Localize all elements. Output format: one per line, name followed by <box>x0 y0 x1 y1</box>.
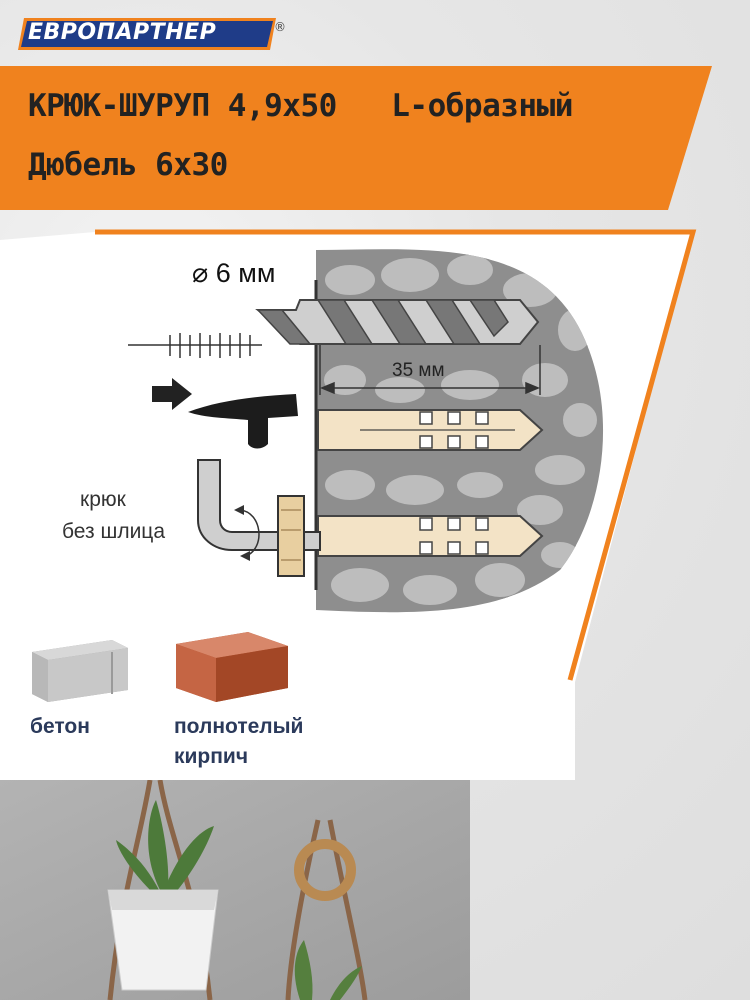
title-banner <box>0 66 712 210</box>
depth-dimension-line <box>319 345 541 395</box>
hanging-planter-photo <box>0 780 470 1000</box>
hammer-icon <box>188 394 298 449</box>
product-title: КРЮК-ШУРУП 4,9х50 L-образный <box>28 88 573 124</box>
hook-note-line1: крюк <box>80 488 126 511</box>
material-brick-label-line1: полнотелый <box>174 715 304 738</box>
brick-icon <box>176 632 288 702</box>
product-subtitle: Дюбель 6х30 <box>28 147 228 183</box>
concrete-block-icon <box>32 640 128 702</box>
material-concrete-label: бетон <box>30 715 90 738</box>
depth-label: 35 мм <box>392 360 445 381</box>
registered-mark: ® <box>274 20 286 34</box>
hook-note-line2: без шлица <box>62 520 166 543</box>
drilling-dust-icon <box>128 333 262 358</box>
dowel-upper <box>317 409 544 451</box>
brand-logo <box>18 18 276 50</box>
l-hook-icon <box>197 459 321 577</box>
dowel-lower <box>317 515 544 557</box>
push-arrow-icon <box>152 378 192 410</box>
drill-bit-icon <box>255 299 540 345</box>
brand-logo-text: ЕВРОПАРТНЕР <box>28 20 217 45</box>
drill-diameter-label: ⌀ 6 мм <box>192 258 276 288</box>
material-brick-label-line2: кирпич <box>174 745 249 768</box>
